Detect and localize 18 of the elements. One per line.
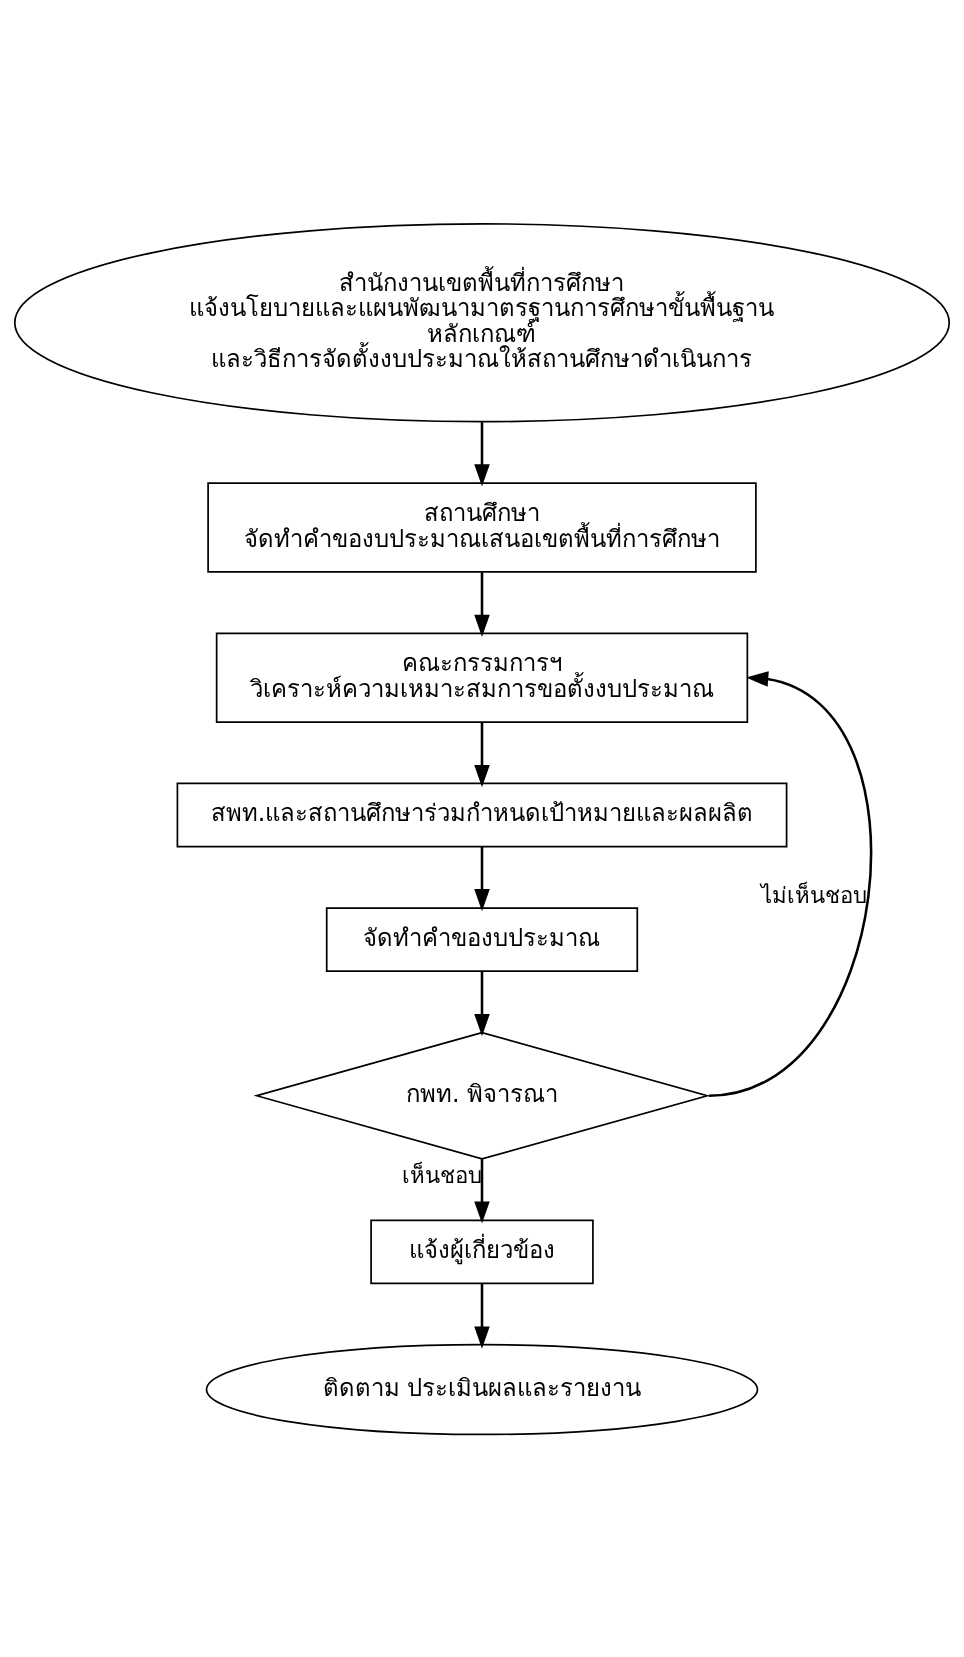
node-diamond: กพท. พิจารณา: [253, 1031, 711, 1160]
node-box: จัดทำคำของบประมาณ: [325, 906, 639, 972]
node-ellipse: สำนักงานเขตพื้นที่การศึกษา แจ้งนโยบายและแผนพัฒนามาตรฐานการศึกษาขั้นพื้นฐาน หลักเกณฑ์ และวิธีการจัดตั้งงบประมาณให้สถานศึกษาดำเนินการ: [13, 222, 951, 423]
node-box: สถานศึกษา จัดทำคำของบประมาณเสนอเขตพื้นที่การศึกษา: [207, 481, 757, 573]
edge-label: ไม่เห็นชอบ: [760, 880, 867, 907]
arrow: [474, 1283, 490, 1349]
node-box: สพท.และสถานศึกษาร่วมกำหนดเป้าหมายและผลผลิต: [176, 782, 788, 847]
arrow: [474, 971, 490, 1036]
arrow: [474, 421, 490, 486]
arrow: [474, 846, 490, 911]
arrow: [708, 670, 873, 1097]
node-box: แจ้งผู้เกี่ยวข้อง: [370, 1218, 594, 1284]
arrow: [474, 722, 490, 787]
arrow: [474, 571, 490, 637]
node-box: คณะกรรมการฯ วิเคราะห์ความเหมาะสมการขอตั้งงบประมาณ: [215, 631, 749, 723]
edge-label: เห็นชอบ: [401, 1161, 482, 1188]
node-ellipse: ติดตาม ประเมินผลและรายงาน: [205, 1343, 759, 1435]
arrow: [474, 1158, 490, 1224]
